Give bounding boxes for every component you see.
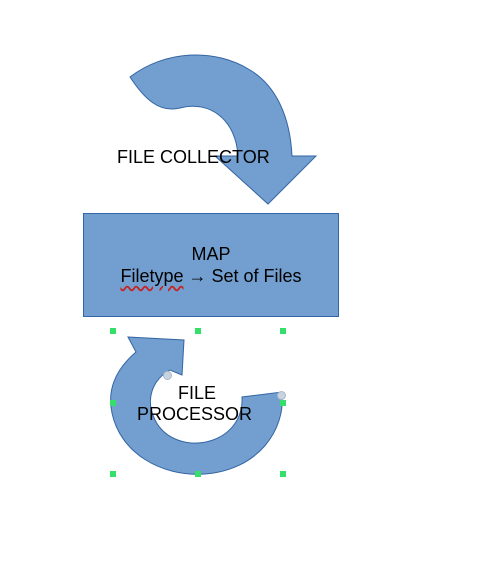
map-title: MAP bbox=[191, 244, 231, 264]
adjust-handle-inner[interactable] bbox=[163, 371, 172, 380]
selection-handle-top-right[interactable] bbox=[280, 328, 286, 334]
selection-handle-bottom[interactable] bbox=[195, 471, 201, 477]
selection-handle-top[interactable] bbox=[195, 328, 201, 334]
selection-handle-top-left[interactable] bbox=[110, 328, 116, 334]
selection-handle-left[interactable] bbox=[110, 400, 116, 406]
map-subtitle: Filetype → Set of Files bbox=[120, 265, 301, 287]
selection-handle-bottom-left[interactable] bbox=[110, 471, 116, 477]
processor-label-line2: PROCESSOR bbox=[137, 404, 253, 424]
collector-arrow[interactable] bbox=[129, 54, 318, 205]
adjust-handle-outer[interactable] bbox=[277, 391, 286, 400]
map-box[interactable]: MAP Filetype → Set of Files bbox=[83, 213, 339, 317]
map-subtitle-filetype: Filetype bbox=[120, 266, 184, 286]
selection-handle-right[interactable] bbox=[280, 400, 286, 406]
collector-label: FILE COLLECTOR bbox=[117, 147, 270, 167]
map-subtitle-rest: → Set of Files bbox=[183, 266, 302, 286]
selection-handle-bottom-right[interactable] bbox=[280, 471, 286, 477]
processor-label-line1: FILE bbox=[178, 383, 217, 403]
